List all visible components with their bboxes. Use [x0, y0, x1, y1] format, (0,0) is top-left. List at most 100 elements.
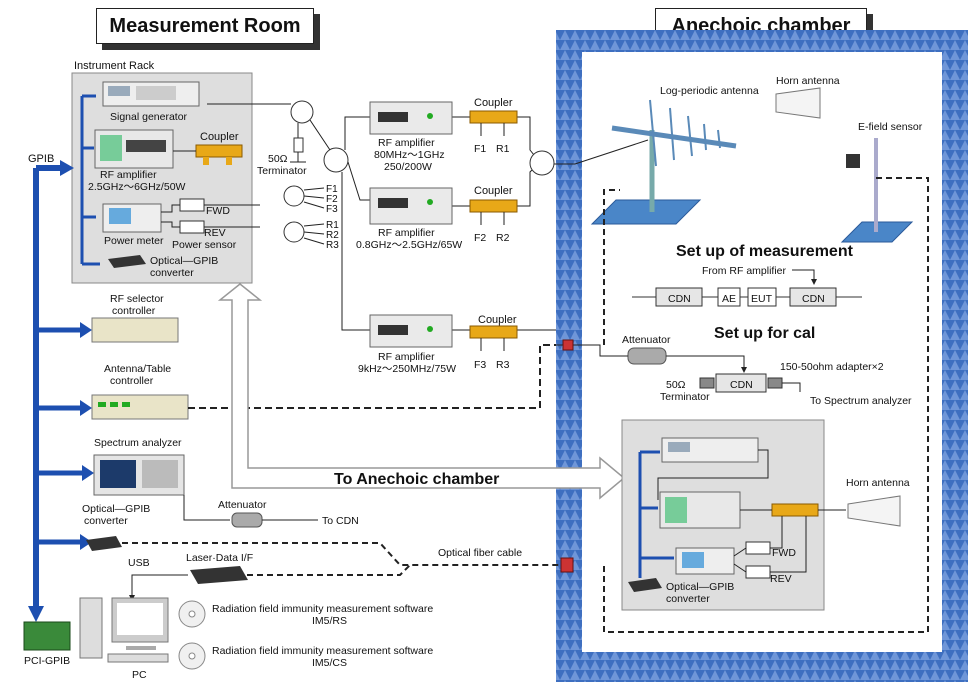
horn-label-top: Horn antenna: [776, 75, 840, 87]
optical-left-l1: Optical—GPIB: [82, 503, 150, 515]
antenna-table-l2: controller: [110, 375, 154, 387]
amp2-l2: 0.8GHz〜2.5GHz/65W: [356, 239, 462, 251]
amp1-l3: 250/200W: [384, 161, 432, 173]
chamber-optical-converter: [628, 578, 662, 592]
to-anechoic-label: To Anechoic chamber: [334, 471, 499, 488]
gpib-branches: [28, 160, 94, 622]
spectrum-analyzer-label: Spectrum analyzer: [94, 437, 182, 449]
rf-amplifier-2: [369, 187, 453, 225]
port-f1: F1: [326, 184, 338, 195]
terminator-l1: 50Ω: [268, 153, 288, 165]
pc: [79, 597, 169, 663]
laser-data-interface: [190, 566, 248, 584]
software1-l1: Radiation field immunity measurement sof…: [212, 603, 433, 615]
optical-fiber-cable: [122, 542, 566, 566]
setup-cal-title: Set up for cal: [714, 325, 815, 342]
optical-rack-l2: converter: [150, 267, 194, 279]
laser-label: Laser·Data I/F: [186, 552, 253, 564]
chamber-rf-amplifier: [659, 491, 741, 529]
e-field-sensor: [840, 138, 914, 243]
signal-generator: [102, 81, 200, 107]
rf-amplifier-1: [369, 101, 453, 135]
to-anechoic-arrow: [217, 283, 626, 500]
software1-l2: IM5/RS: [312, 615, 347, 627]
port-r1: R1: [326, 220, 339, 231]
setup-measurement-title: Set up of measurement: [676, 243, 854, 260]
attenuator-left-label: Attenuator: [218, 499, 267, 511]
chamber-optical-l1: Optical—GPIB: [666, 581, 734, 593]
amp3-coupler: [469, 325, 518, 339]
amp1-title: RF amplifier: [378, 137, 435, 149]
pci-gpib-card: [23, 621, 71, 651]
ae-label: AE: [722, 293, 736, 305]
chamber-power-meter: [675, 547, 735, 575]
optical-gpib-converter-left: [86, 536, 122, 551]
fwd-sensor: [179, 198, 205, 212]
e-field-label: E-field sensor: [858, 121, 923, 133]
antenna-table-l1: Antenna/Table: [104, 363, 171, 375]
terminator-resistor: [293, 137, 304, 153]
cal-term-l2: Terminator: [660, 391, 710, 403]
chamber-gpib-lines: [638, 450, 674, 578]
software2-l2: IM5/CS: [312, 657, 347, 669]
gpib-bus: [33, 165, 60, 610]
attenuator-left: [231, 512, 263, 528]
to-cdn-label: To CDN: [322, 515, 359, 527]
chamber-signal-generator: [661, 437, 759, 463]
amp2-f: F2: [474, 232, 486, 244]
pci-gpib-label: PCI-GPIB: [24, 655, 70, 667]
instrument-rack-label: Instrument Rack: [74, 60, 155, 72]
rf-amplifier-rack: [94, 129, 174, 169]
cdn-right-label: CDN: [802, 293, 825, 305]
spectrum-analyzer: [93, 454, 185, 496]
rf-selector-l2: controller: [112, 305, 156, 317]
attenuator-chamber: [627, 347, 667, 365]
amp1-r: R1: [496, 143, 510, 155]
eut-label: EUT: [751, 293, 773, 305]
cal-setup: [699, 373, 783, 393]
log-periodic-label: Log-periodic antenna: [660, 85, 759, 97]
amp1-coupler: [469, 110, 518, 124]
rf-amplifier-rack-l2: 2.5GHz〜6GHz/50W: [88, 181, 186, 193]
chamber-fwd-sensor: [745, 541, 771, 555]
port-r3: R3: [326, 240, 339, 251]
adapter-label: 150-50ohm adapter×2: [780, 361, 884, 373]
gpib-label: GPIB: [28, 153, 54, 165]
power-meter-label: Power meter: [104, 235, 164, 247]
power-sensor-label: Power sensor: [172, 239, 237, 251]
measurement-room-title: Measurement Room: [96, 8, 314, 44]
to-spectrum-label: To Spectrum analyzer: [810, 395, 912, 407]
horn-cal-label: Horn antenna: [846, 477, 910, 489]
amp3-l2: 9kHz〜250MHz/75W: [358, 363, 456, 375]
amp2-r: R2: [496, 232, 510, 244]
software2-l1: Radiation field immunity measurement sof…: [212, 645, 433, 657]
from-rf-label: From RF amplifier: [702, 265, 787, 277]
amp2-coupler-label: Coupler: [474, 185, 513, 197]
forward-selector: [283, 185, 305, 207]
antenna-table-controller: [91, 394, 189, 420]
optical-left-l2: converter: [84, 515, 128, 527]
fwd-label: FWD: [206, 205, 230, 217]
chamber-rev-sensor: [745, 565, 771, 579]
optical-fiber-label: Optical fiber cable: [438, 547, 522, 559]
measurement-setup: [632, 287, 862, 307]
amp3-r: R3: [496, 359, 510, 371]
amp1-f: F1: [474, 143, 486, 155]
rf-amplifier-3: [369, 314, 453, 348]
cdn-left-label: CDN: [668, 293, 691, 305]
port-f2: F2: [326, 194, 338, 205]
amp1-coupler-label: Coupler: [474, 97, 513, 109]
amp1-l2: 80MHz〜1GHz: [374, 149, 445, 161]
chamber-fwd-label: FWD: [772, 547, 796, 559]
usb-label: USB: [128, 557, 150, 569]
rev-sensor: [179, 220, 205, 234]
rev-label: REV: [204, 227, 226, 239]
attenuator-chamber-label: Attenuator: [622, 334, 671, 346]
port-r2: R2: [326, 230, 339, 241]
terminator-l2: Terminator: [257, 165, 307, 177]
signal-generator-label: Signal generator: [110, 111, 188, 123]
amp3-title: RF amplifier: [378, 351, 435, 363]
instrument-rack: [71, 72, 253, 284]
amp2-title: RF amplifier: [378, 227, 435, 239]
chamber-optical-l2: converter: [666, 593, 710, 605]
